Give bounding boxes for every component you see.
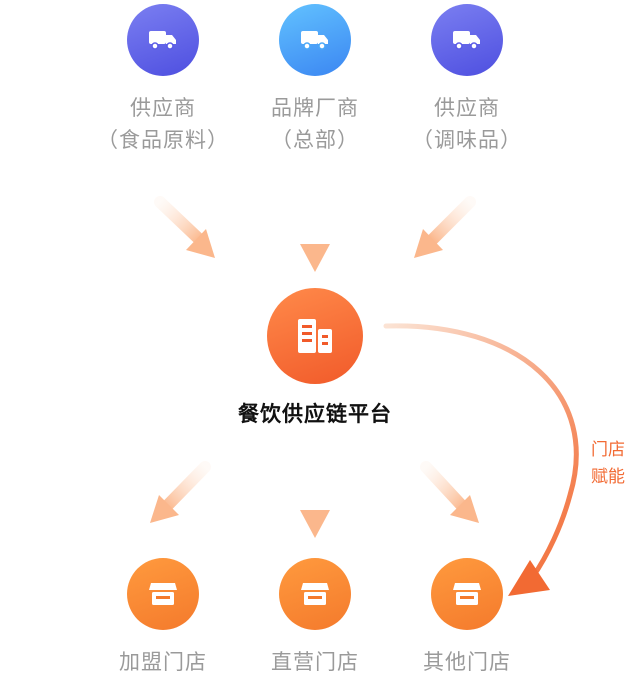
supplier-2-name: 品牌厂商 xyxy=(271,96,359,120)
truck-icon xyxy=(453,31,480,50)
store-node-3: 其他门店 xyxy=(377,558,557,678)
supplier-3-sub: （调味品） xyxy=(412,128,522,152)
building-icon xyxy=(298,319,332,353)
hub-badge xyxy=(267,288,363,384)
arrow-empower-stores xyxy=(383,323,579,596)
arrow-hub-to-store2 xyxy=(300,450,330,538)
store-2-name: 直营门店 xyxy=(271,650,359,674)
store-3-badge xyxy=(431,558,503,630)
supplier-2-sub: （总部） xyxy=(271,128,359,152)
store-node-2: 直营门店 xyxy=(225,558,405,678)
empower-line-1: 门店 xyxy=(591,440,625,460)
store-node-1: 加盟门店 xyxy=(73,558,253,678)
empower-line-2: 赋能 xyxy=(591,467,625,487)
supplier-3-badge xyxy=(431,4,503,76)
store-icon xyxy=(453,583,481,605)
store-3-name: 其他门店 xyxy=(423,650,511,674)
arrow-hub-to-store1 xyxy=(150,461,211,523)
store-1-name: 加盟门店 xyxy=(119,650,207,674)
store-1-badge xyxy=(127,558,199,630)
supplier-2-badge xyxy=(279,4,351,76)
supplier-1-sub: （食品原料） xyxy=(97,128,229,152)
hub-title: 餐饮供应链平台 xyxy=(238,402,392,426)
supplier-node-3: 供应商 （调味品） xyxy=(377,4,557,156)
arrow-supplier1-to-hub xyxy=(154,196,215,258)
supplier-1-name: 供应商 xyxy=(130,96,196,120)
supplier-node-2: 品牌厂商 （总部） xyxy=(225,4,405,156)
store-2-badge xyxy=(279,558,351,630)
truck-icon xyxy=(149,31,176,50)
truck-icon xyxy=(301,31,328,50)
arrow-supplier3-to-hub xyxy=(414,196,476,258)
hub-node: 餐饮供应链平台 xyxy=(225,288,405,428)
supplier-1-badge xyxy=(127,4,199,76)
supplier-3-name: 供应商 xyxy=(434,96,500,120)
supplier-node-1: 供应商 （食品原料） xyxy=(73,4,253,156)
arrow-supplier2-to-hub xyxy=(300,184,330,272)
arrow-hub-to-store3 xyxy=(420,461,479,523)
store-icon xyxy=(301,583,329,605)
empower-label: 门店 赋能 xyxy=(584,437,630,491)
store-icon xyxy=(149,583,177,605)
